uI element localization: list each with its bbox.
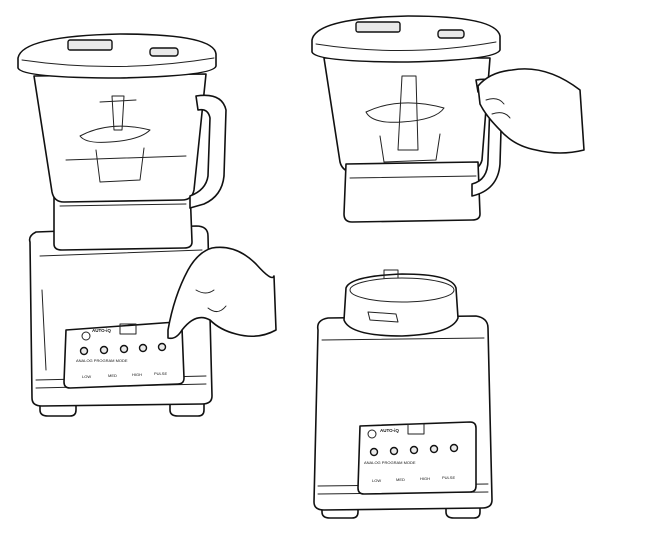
- bowl-blade-base: [379, 133, 441, 163]
- display-icon: [407, 423, 425, 435]
- adapter-rim: [349, 277, 455, 303]
- program-button-icon: [369, 447, 379, 457]
- power-icon: [81, 331, 91, 341]
- processor-bowl-drawing: [311, 15, 585, 223]
- adapter-notch: [367, 311, 399, 323]
- jar-fill-line: [65, 155, 187, 161]
- program-button-icon: [138, 343, 148, 353]
- program-button-icon: [157, 342, 167, 352]
- program-button-icon: [409, 445, 419, 455]
- pitcher-collar: [53, 187, 193, 251]
- program-label: ANALOG PROGRAM MODE: [76, 358, 128, 363]
- base2-foot-right: [445, 501, 481, 519]
- bowl-lid-cap: [355, 21, 401, 33]
- blade-shaft: [111, 95, 125, 131]
- drive-adapter: [343, 273, 459, 337]
- program-button-icon: [99, 345, 109, 355]
- base-with-adapter-drawing: AUTO-iQ ANALOG PROGRAM MODE LOW MED HIGH…: [313, 269, 493, 519]
- base2-shoulder-line: [321, 337, 485, 341]
- pitcher-jar: [33, 73, 207, 203]
- blade-arms: [79, 125, 151, 143]
- pitcher-lid: [17, 33, 217, 79]
- control-panel-2: [357, 421, 477, 495]
- speed-label: LOW: [372, 478, 381, 483]
- bowl-foot: [343, 161, 481, 223]
- pitcher-on-base-drawing: AUTO-iQ ANALOG PROGRAM MODE LOW MED HIGH…: [17, 33, 277, 417]
- program-button-icon: [429, 444, 439, 454]
- base2-foot-left: [321, 501, 359, 519]
- bowl-lid: [311, 15, 501, 63]
- lid-rim: [21, 57, 215, 67]
- program-button-icon: [449, 443, 459, 453]
- speed-label: PULSE: [154, 371, 167, 376]
- program-label: ANALOG PROGRAM MODE: [364, 460, 416, 465]
- foot-line: [349, 175, 477, 179]
- base-side-line: [41, 289, 47, 371]
- speed-label: MED: [396, 477, 405, 482]
- pitcher-handle: [189, 94, 227, 209]
- adapter-tab: [383, 269, 399, 279]
- program-button-icon: [119, 344, 129, 354]
- program-button-row-2: [369, 443, 459, 457]
- processor-bowl: [323, 57, 491, 173]
- auto-iq-label: AUTO-iQ: [380, 428, 399, 433]
- blade-top: [99, 99, 137, 103]
- speed-label: HIGH: [132, 372, 142, 377]
- lid-cap: [67, 39, 113, 51]
- program-button-icon: [79, 346, 89, 356]
- display-icon: [119, 323, 137, 335]
- gripping-hand: [477, 68, 585, 154]
- hand-knuckle: [485, 98, 505, 105]
- finger-crease: [195, 289, 215, 294]
- power-icon: [367, 429, 377, 439]
- speed-label: MED: [108, 373, 117, 378]
- base-foot-left: [39, 397, 77, 417]
- bowl-shaft: [397, 75, 419, 151]
- program-button-row: [79, 342, 167, 356]
- program-button-icon: [389, 446, 399, 456]
- base-shoulder-line: [39, 249, 203, 257]
- base-foot-right: [169, 397, 205, 417]
- finger-crease: [207, 305, 227, 312]
- speed-label: LOW: [82, 374, 91, 379]
- pointing-hand: [167, 246, 277, 340]
- blade-base: [95, 147, 145, 183]
- bowl-lid-latch: [437, 29, 465, 39]
- bowl-blade: [365, 102, 445, 123]
- hand-knuckle: [491, 112, 511, 119]
- auto-iq-label: AUTO-iQ: [92, 328, 111, 333]
- speed-label: HIGH: [420, 476, 430, 481]
- lid-latch: [149, 47, 179, 57]
- speed-label: PULSE: [442, 475, 455, 480]
- collar-line: [59, 203, 187, 207]
- bowl-lid-rim: [315, 41, 497, 51]
